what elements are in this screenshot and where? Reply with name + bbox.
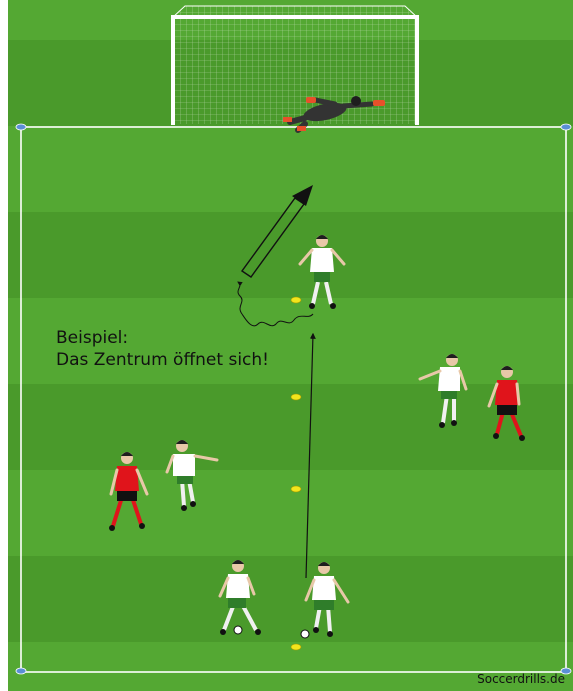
cone — [291, 394, 301, 400]
ball — [234, 626, 242, 634]
credit-text: Soccerdrills.de — [477, 672, 565, 686]
drill-caption: Beispiel: Das Zentrum öffnet sich! — [56, 327, 269, 371]
caption-line-1: Beispiel: — [56, 327, 269, 349]
ball — [301, 630, 309, 638]
cone — [291, 644, 301, 650]
corner-marker — [561, 124, 571, 130]
cone — [291, 486, 301, 492]
corner-marker — [16, 668, 26, 674]
goal — [172, 6, 418, 125]
cone — [291, 297, 301, 303]
caption-line-2: Das Zentrum öffnet sich! — [56, 349, 269, 371]
corner-marker — [16, 124, 26, 130]
